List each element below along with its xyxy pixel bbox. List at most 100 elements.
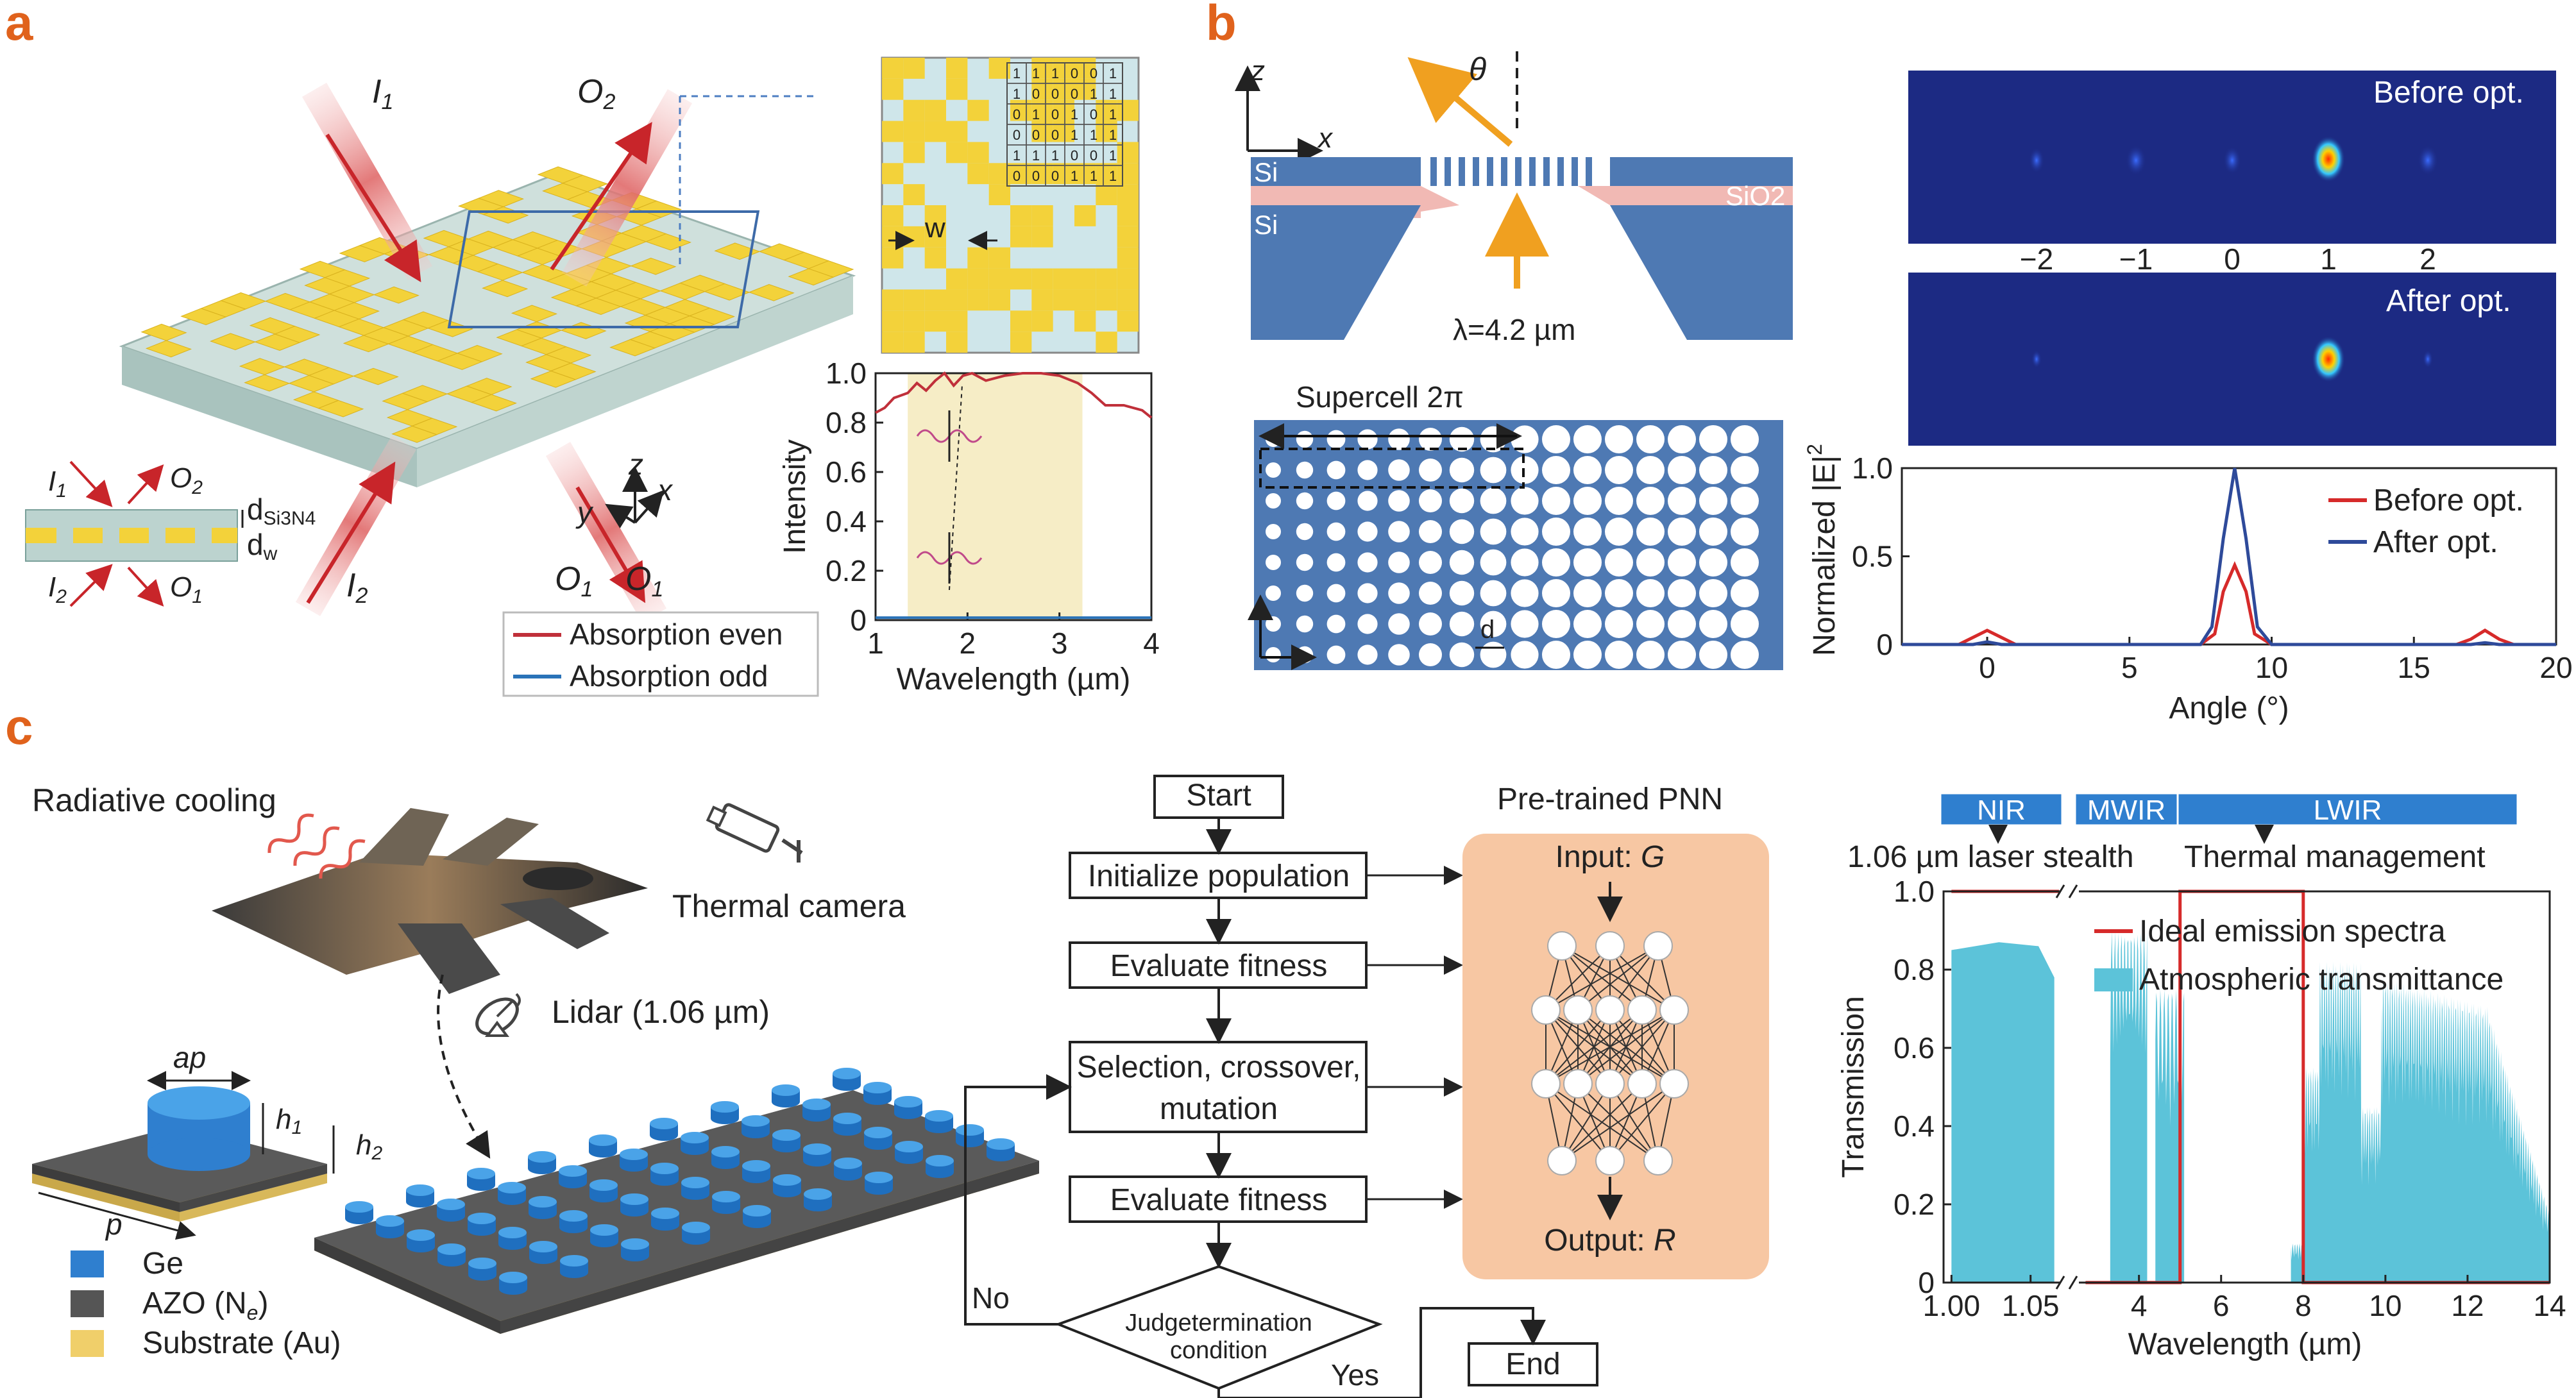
x-tick-label: 10 (2369, 1289, 2402, 1322)
x-axis-label: Wavelength (µm) (897, 662, 1131, 696)
fc-judge-line2: condition (1170, 1337, 1267, 1364)
series-line (1902, 467, 2556, 646)
cell-p: p (105, 1208, 123, 1241)
fc-no: No (972, 1281, 1010, 1315)
nn-node (1595, 1146, 1625, 1175)
legend-entry: After opt. (2373, 525, 2498, 559)
thermal-camera-label: Thermal camera (672, 888, 906, 924)
field-map-before (1908, 71, 2556, 244)
panel-letter-a: a (5, 0, 33, 51)
binary-cell: 1 (1071, 168, 1078, 184)
theta-label: θ (1469, 51, 1486, 87)
pnn-title: Pre-trained PNN (1497, 782, 1723, 816)
y-tick-label: 0.8 (1894, 953, 1935, 986)
fc-end-box (1468, 1342, 1598, 1386)
binary-cell: 1 (1013, 86, 1021, 102)
thermal-management-label: Thermal management (2184, 840, 2486, 874)
camera-icon (706, 803, 803, 863)
nn-node (1531, 995, 1561, 1025)
supercell-label: Supercell 2π (1296, 380, 1464, 414)
order-label: 0 (2224, 242, 2241, 276)
y-tick-label: 0.8 (826, 406, 867, 439)
fc-start-box (1153, 775, 1284, 819)
binary-cell: 1 (1013, 65, 1021, 81)
y-tick-label: 0.2 (826, 554, 867, 587)
binary-cell: 0 (1090, 65, 1097, 81)
fc-selection-line1: Selection, crossover, (1077, 1050, 1361, 1084)
fc-judge-line1: Judgetermination (1125, 1310, 1312, 1336)
material-swatch (71, 1330, 104, 1357)
y-tick-label: 0 (1918, 1266, 1935, 1299)
transmittance-area (2110, 931, 2148, 1283)
beam-label-I1: I1 (372, 73, 393, 114)
y-tick-label: 0.5 (1852, 540, 1893, 573)
pattern-width-label: w (924, 212, 945, 244)
binary-cell: 1 (1051, 65, 1059, 81)
binary-cell: 0 (1051, 168, 1059, 184)
y-axis-label: Normalized |E|2 (1803, 444, 1842, 656)
x-tick-label: 12 (2451, 1289, 2484, 1322)
binary-cell: 1 (1109, 65, 1117, 81)
y-tick-label: 1.0 (826, 357, 867, 390)
cs-d-si3n4: dSi3N4 (247, 493, 316, 529)
binary-cell: 0 (1051, 106, 1059, 122)
binary-cell: 1 (1090, 127, 1097, 143)
binary-cell: 1 (1032, 65, 1040, 81)
legend-entry: Ideal emission spectra (2139, 914, 2446, 948)
sio2-label: SiO2 (1725, 181, 1785, 211)
band-label: MWIR (2087, 795, 2165, 826)
fc-eval1: Evaluate fitness (1110, 949, 1328, 983)
cross-section (25, 460, 244, 607)
material-swatch (71, 1290, 104, 1317)
cs-O2: O2 (170, 462, 203, 498)
lidar-pointer (437, 974, 491, 1159)
panel-letter-c: c (5, 698, 33, 755)
binary-cell: 0 (1032, 168, 1040, 184)
x-tick-label: 14 (2533, 1289, 2566, 1322)
y-axis-label: Intensity (778, 439, 812, 554)
b-axis-x: x (1317, 122, 1334, 154)
order-label: 2 (2419, 242, 2436, 276)
pnn-box (1462, 834, 1769, 1279)
nn-node (1547, 1146, 1577, 1175)
fc-start: Start (1186, 779, 1251, 813)
pnn-input: Input: G (1555, 840, 1665, 874)
wavelength-label: λ=4.2 µm (1453, 313, 1575, 346)
binary-cell: 1 (1109, 106, 1117, 122)
legend-entry: Atmospheric transmittance (2139, 963, 2504, 997)
axis-y-label: y (575, 496, 594, 529)
binary-cell: 0 (1013, 106, 1021, 122)
x-tick-label: 4 (2131, 1289, 2148, 1322)
binary-cell: 0 (1051, 86, 1059, 102)
binary-cell: 1 (1071, 127, 1078, 143)
x-tick-label: 4 (1143, 627, 1160, 660)
y-axis-label: Transmission (1836, 996, 1870, 1178)
x-tick-label: 6 (2213, 1289, 2230, 1322)
binary-cell: 1 (1109, 147, 1117, 164)
series-line (875, 371, 1153, 419)
x-tick-label: 10 (2255, 651, 2288, 684)
binary-cell: 0 (1090, 106, 1097, 122)
cs-dw: dw (247, 528, 278, 564)
band-label: NIR (1977, 795, 2026, 826)
pnn-output: Output: R (1544, 1224, 1675, 1258)
transmittance-area (1951, 942, 2055, 1283)
field-after-label: After opt. (2386, 284, 2511, 318)
transmittance-area (2155, 989, 2185, 1283)
cs-I1: I1 (48, 466, 67, 501)
flowchart (964, 775, 1598, 1398)
binary-cell: 1 (1032, 106, 1040, 122)
x-tick-label: 0 (1979, 651, 1996, 684)
fc-yes: Yes (1331, 1358, 1379, 1392)
x-tick-label: 20 (2539, 651, 2572, 684)
lidar-label: Lidar (1.06 µm) (552, 994, 770, 1030)
beam-label-O1b: O1 (625, 560, 663, 602)
binary-cell: 0 (1071, 86, 1078, 102)
binary-cell: 1 (1109, 86, 1117, 102)
material-label: Ge (142, 1247, 183, 1281)
material-swatch (71, 1251, 104, 1277)
